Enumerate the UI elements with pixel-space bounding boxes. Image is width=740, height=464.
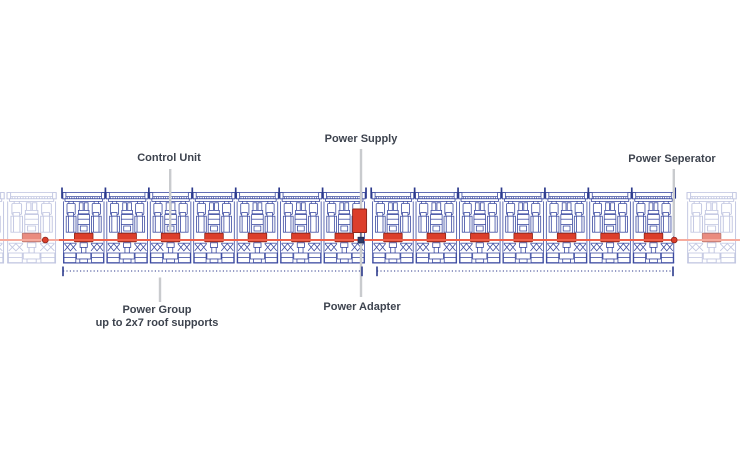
roof-support-unit — [544, 191, 589, 265]
power-group-label: Power Group up to 2x7 roof supports — [96, 304, 219, 330]
roof-support-unit-faded — [685, 191, 738, 265]
power-separator-dot — [41, 236, 49, 244]
roof-support-unit-faded — [5, 191, 58, 265]
power-separator-dot — [670, 236, 678, 244]
roof-support-unit — [105, 191, 150, 265]
power-group-1 — [61, 187, 367, 265]
power-group-label-line2: up to 2x7 roof supports — [95, 317, 219, 329]
roof-support-unit — [278, 191, 323, 265]
power-adapter-label: Power Adapter — [323, 301, 401, 313]
roof-support-unit — [192, 191, 236, 265]
group-extent-line-1 — [62, 266, 363, 277]
roof-support-unit — [61, 191, 106, 265]
roof-support-unit — [588, 191, 632, 265]
power-group-label-line1: Power Group — [122, 304, 192, 316]
power-supply-label: Power Supply — [324, 133, 398, 145]
power-group-2 — [370, 187, 677, 265]
control-unit-label: Control Unit — [137, 152, 201, 164]
roof-support-unit — [457, 191, 502, 265]
power-adapter-marker — [357, 236, 365, 244]
roof-support-unit — [235, 191, 280, 265]
roof-support-unit — [631, 191, 676, 265]
roof-support-unit-faded — [0, 191, 6, 265]
roof-support-unit — [371, 191, 415, 265]
roof-support-unit — [414, 191, 459, 265]
power-supply-box — [352, 208, 368, 234]
roof-support-unit — [501, 191, 546, 265]
group-extent-line-2 — [376, 266, 674, 277]
power-separator-label: Power Seperator — [628, 153, 716, 165]
